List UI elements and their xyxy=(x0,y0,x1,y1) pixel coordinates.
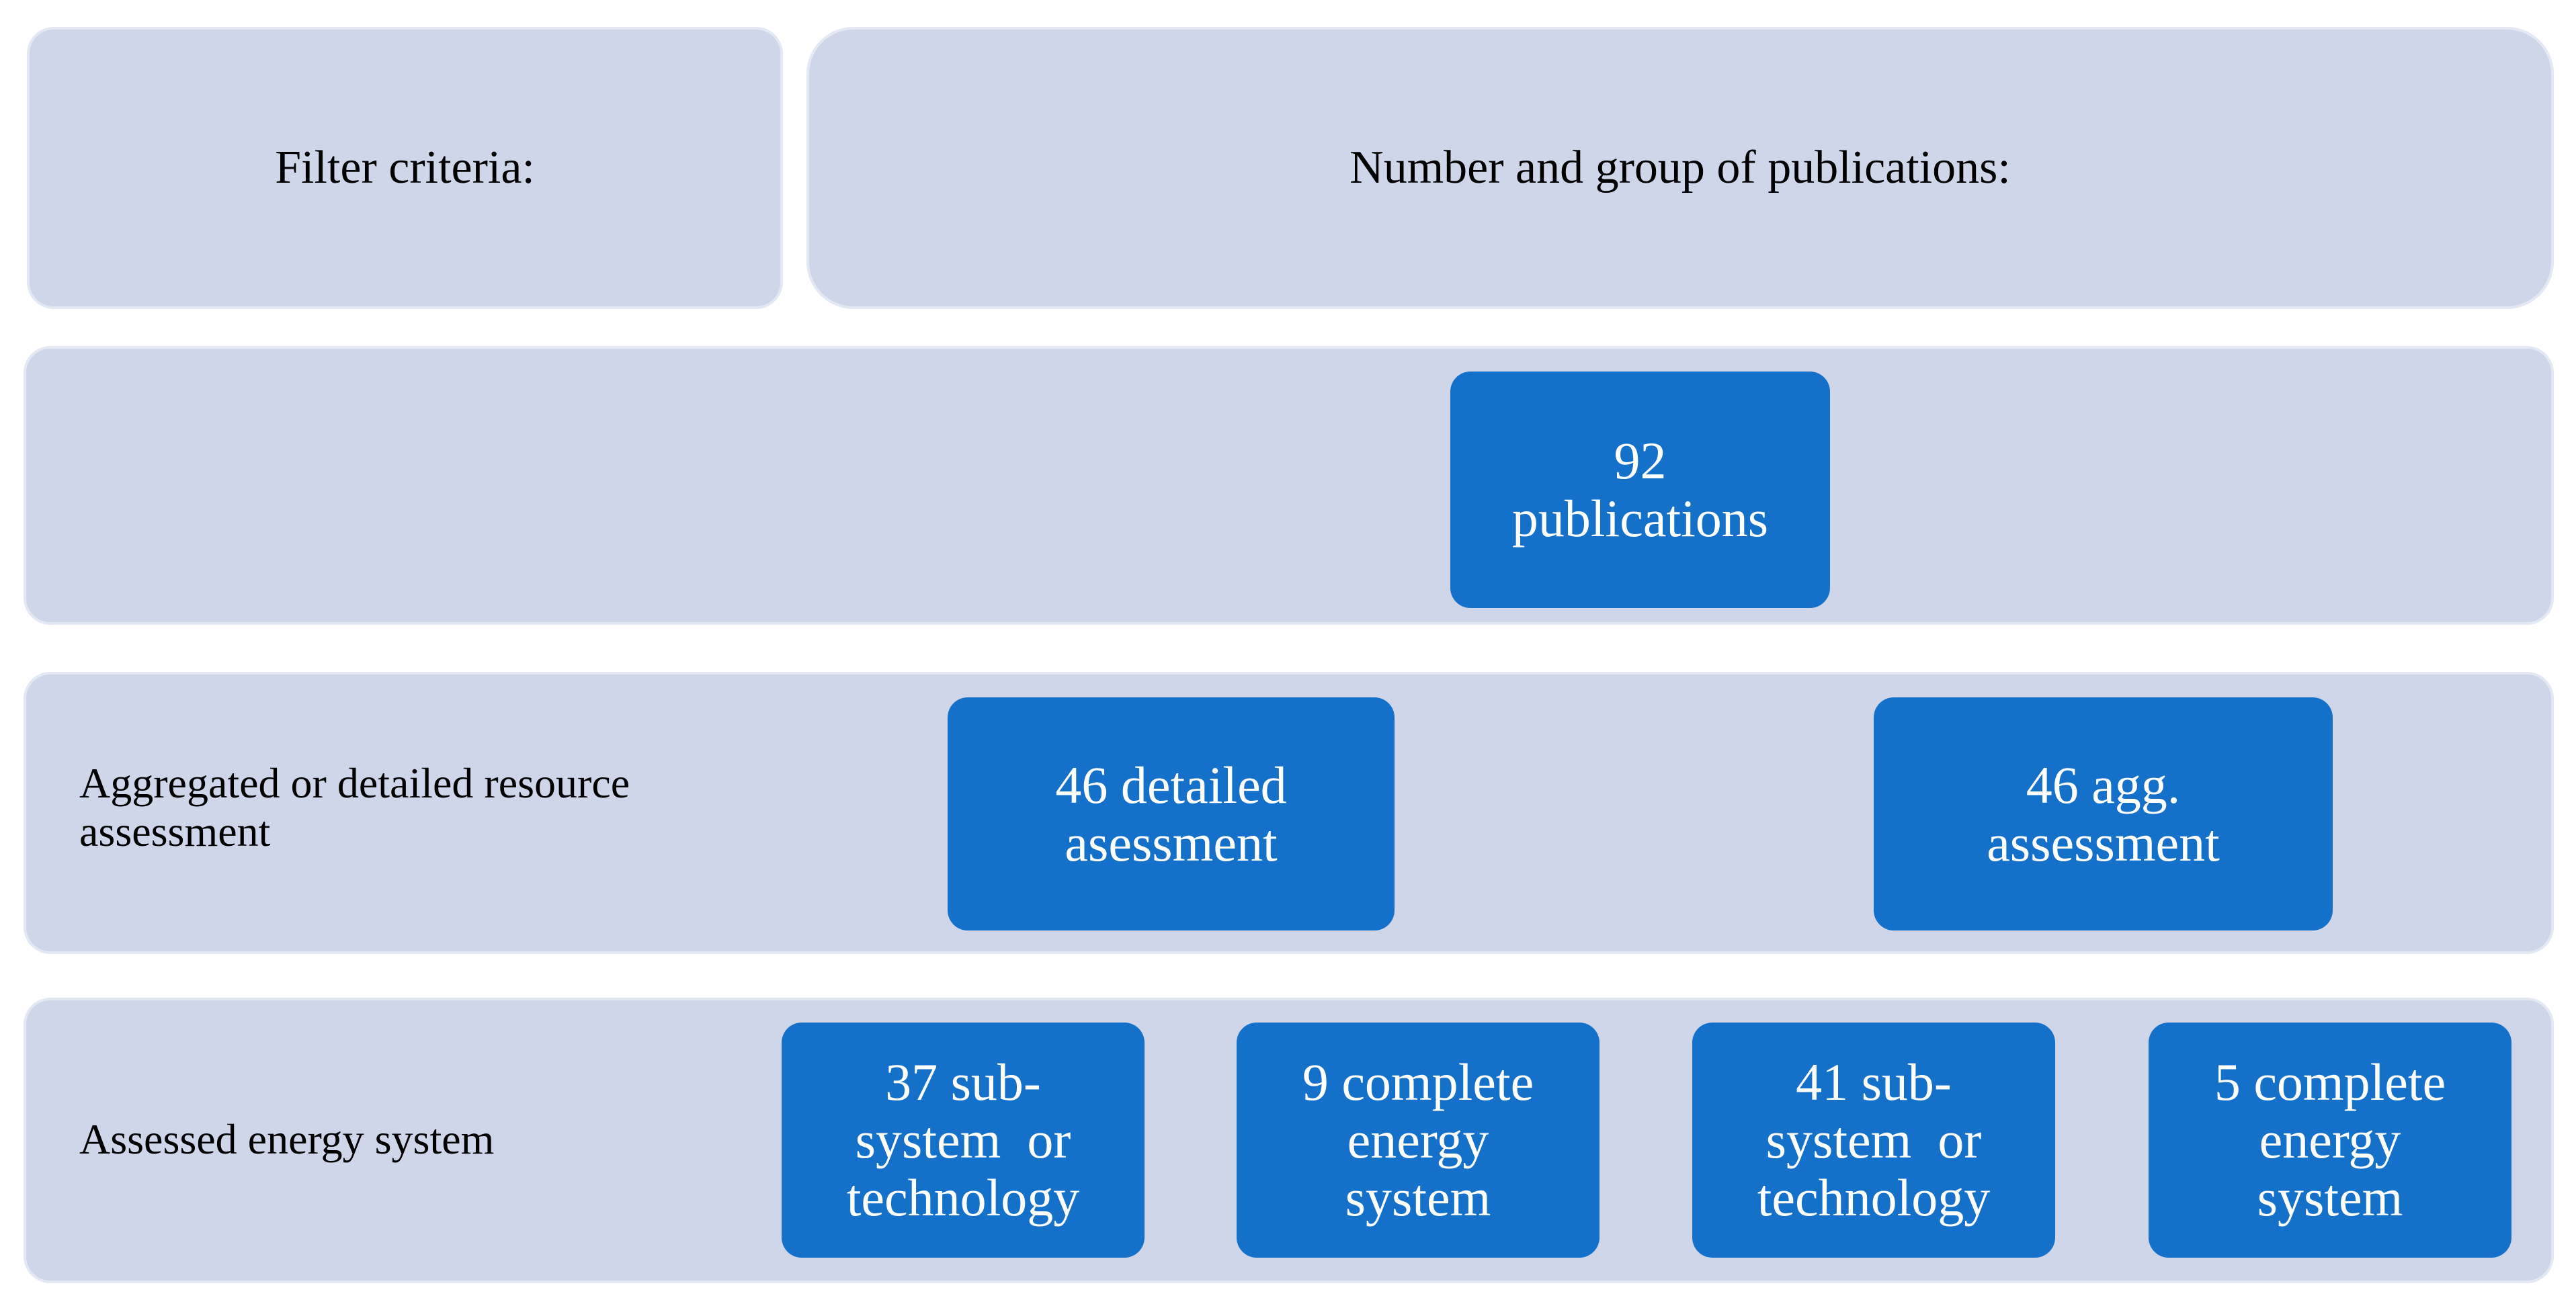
total-publications-box: 92 publications xyxy=(1450,372,1830,608)
aggregated-complete-line2: energy xyxy=(2259,1111,2401,1169)
filter-criteria-label: Filter criteria: xyxy=(275,142,535,193)
detailed-subsystem-line1: 37 sub- xyxy=(885,1053,1041,1111)
assessment-type-label-line1: Aggregated or detailed resource xyxy=(79,759,630,807)
detailed-complete-line1: 9 complete xyxy=(1302,1053,1534,1111)
detailed-complete-line2: energy xyxy=(1347,1111,1489,1169)
detailed-subsystem-line2: system or xyxy=(855,1111,1071,1169)
detailed-assessment-box: 46 detailed asessment xyxy=(948,697,1395,930)
total-unit: publications xyxy=(1511,489,1769,548)
assessment-type-label-line2: assessment xyxy=(79,808,271,855)
aggregated-complete-line1: 5 complete xyxy=(2214,1053,2446,1111)
detailed-subsystem-box: 37 sub- system or technology xyxy=(782,1023,1145,1258)
aggregated-complete-line3: system xyxy=(2257,1168,2403,1227)
detailed-complete-line3: system xyxy=(1345,1168,1491,1227)
total-publications-row xyxy=(24,346,2554,625)
detailed-assessment-line2: asessment xyxy=(1065,813,1278,872)
assessment-type-row-label: Aggregated or detailed resource assessme… xyxy=(79,759,852,856)
detailed-assessment-line1: 46 detailed xyxy=(1055,755,1287,814)
aggregated-assessment-line1: 46 agg. xyxy=(2026,755,2181,814)
aggregated-assessment-line2: assessment xyxy=(1987,813,2220,872)
total-count: 92 xyxy=(1614,431,1667,490)
aggregated-subsystem-line3: technology xyxy=(1757,1168,1991,1227)
publications-header-label: Number and group of publications: xyxy=(1349,142,2011,193)
filter-criteria-header: Filter criteria: xyxy=(27,27,783,309)
aggregated-subsystem-box: 41 sub- system or technology xyxy=(1692,1023,2055,1258)
detailed-complete-box: 9 complete energy system xyxy=(1237,1023,1599,1258)
aggregated-subsystem-line2: system or xyxy=(1765,1111,1982,1169)
energy-system-row-label: Assessed energy system xyxy=(79,1115,495,1163)
detailed-subsystem-line3: technology xyxy=(846,1168,1080,1227)
publications-header: Number and group of publications: xyxy=(806,27,2554,309)
aggregated-complete-box: 5 complete energy system xyxy=(2149,1023,2511,1258)
aggregated-subsystem-line1: 41 sub- xyxy=(1796,1053,1952,1111)
aggregated-assessment-box: 46 agg. assessment xyxy=(1874,697,2333,930)
